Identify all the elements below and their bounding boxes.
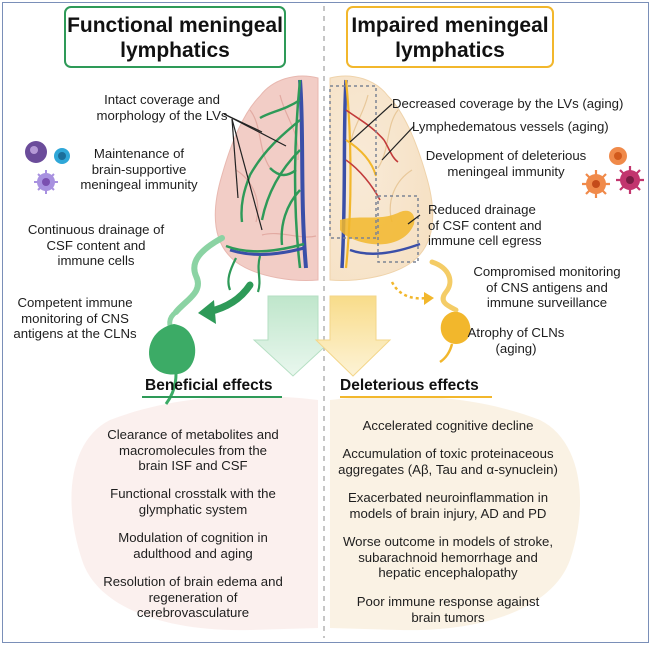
title-impaired-line2: lymphatics (395, 39, 505, 62)
left-pointer-lines (223, 113, 287, 231)
title-functional-line2: lymphatics (120, 39, 230, 62)
bg-brain-right (330, 396, 580, 631)
bg-brain-left (71, 396, 318, 631)
brain-right-illustration (329, 75, 434, 281)
effect-resolution: Resolution of brain edema and regenerati… (103, 574, 283, 620)
label-intact-coverage: Intact coverage and morphology of the LV… (96, 92, 228, 123)
left-down-arrow (252, 295, 334, 377)
label-deleterious-immunity: Development of deleterious meningeal imm… (425, 148, 587, 179)
heading-beneficial-effects: Beneficial effects (145, 377, 273, 394)
title-impaired: Impaired meningeal lymphatics (346, 6, 554, 68)
right-pointer-lines (349, 103, 421, 225)
label-decreased-coverage: Decreased coverage by the LVs (aging) (392, 96, 624, 111)
effect-neuroinflammation: Exacerbated neuroinflammation in models … (347, 490, 549, 521)
left-immune-cells (25, 141, 70, 194)
effect-poor-immune-response: Poor immune response against brain tumor… (356, 594, 540, 625)
effect-cognitive-decline: Accelerated cognitive decline (362, 418, 534, 433)
label-continuous-drainage: Continuous drainage of CSF content and i… (27, 222, 165, 268)
left-lymph-node (149, 324, 196, 375)
title-impaired-line1: Impaired meningeal (351, 14, 549, 37)
effect-worse-outcome: Worse outcome in models of stroke, subar… (342, 534, 554, 580)
right-lymph-node (440, 312, 471, 344)
effect-toxic-aggregates: Accumulation of toxic proteinaceous aggr… (338, 446, 558, 477)
label-competent-monitoring: Competent immune monitoring of CNS antig… (13, 295, 137, 341)
right-lymph-vessel (429, 259, 471, 364)
title-functional-line1: Functional meningeal (67, 14, 283, 37)
effect-clearance: Clearance of metabolites and macromolecu… (107, 427, 279, 473)
effect-crosstalk: Functional crosstalk with the glymphatic… (110, 486, 276, 517)
left-lymph-vessel (149, 235, 225, 405)
label-maintenance-immunity: Maintenance of brain-supportive meningea… (80, 146, 198, 192)
title-functional: Functional meningeal lymphatics (64, 6, 286, 68)
right-dotted-arrow (390, 281, 427, 300)
right-immune-cells (582, 147, 644, 198)
label-reduced-drainage: Reduced drainage of CSF content and immu… (428, 202, 542, 248)
label-lymphedematous: Lymphedematous vessels (aging) (412, 119, 609, 134)
heading-deleterious-effects: Deleterious effects (340, 377, 479, 394)
right-down-arrow (314, 295, 392, 377)
label-atrophy-clns: Atrophy of CLNs (aging) (467, 325, 565, 356)
brain-left-illustration (214, 75, 319, 293)
label-compromised-monitoring: Compromised monitoring of CNS antigens a… (473, 264, 621, 310)
effect-modulation: Modulation of cognition in adulthood and… (118, 530, 268, 561)
